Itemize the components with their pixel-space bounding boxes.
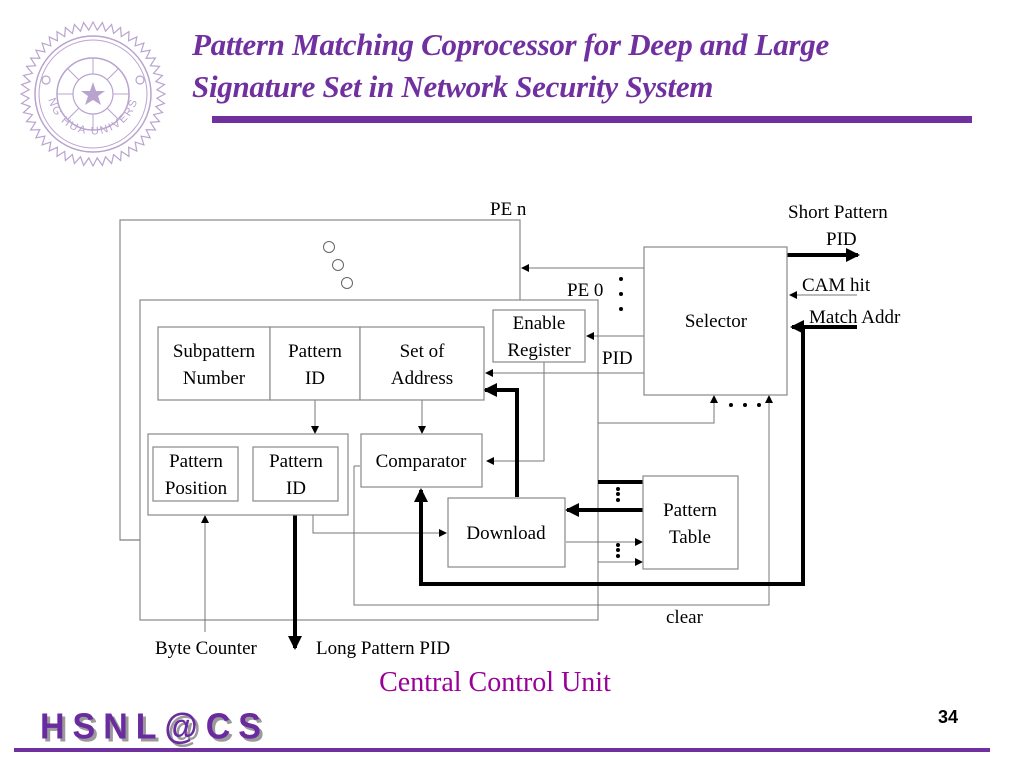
pattern-id-bottom-label-2: ID (286, 478, 306, 499)
selector-block (643, 246, 788, 396)
ellipsis-circle (323, 241, 335, 253)
ellipsis-circle (341, 277, 353, 289)
long-pattern-pid-label: Long Pattern PID (316, 638, 450, 659)
seal-serrated-edge (19, 20, 167, 168)
comparator-label: Comparator (376, 451, 467, 472)
wire-clear (353, 395, 773, 606)
selector-label: Selector (685, 311, 748, 332)
pattern-id-top-block (269, 326, 361, 401)
wire-match-addr (414, 325, 857, 586)
clear-label: clear (666, 607, 704, 628)
pattern-id-bottom-label-1: Pattern (269, 451, 323, 472)
short-pattern-label-2: PID (826, 229, 857, 250)
set-of-address-label-1: Set of (400, 341, 446, 362)
enable-register-label-2: Register (507, 340, 571, 361)
wire-patternid-to-download (312, 515, 447, 537)
pid-label: PID (602, 348, 633, 369)
pattern-position-label-1: Pattern (169, 451, 223, 472)
ellipsis-circle (332, 259, 344, 271)
download-block (447, 497, 566, 568)
enable-register-block (492, 309, 586, 363)
short-pattern-label-1: Short Pattern (788, 202, 888, 223)
title-line-2: Signature Set in Network Security System (192, 69, 714, 104)
comparator-block (360, 433, 483, 488)
slide-title: Pattern Matching Coprocessor for Deep an… (192, 24, 992, 108)
subpattern-number-label-1: Subpattern (173, 341, 256, 362)
pattern-id-bottom-block (252, 446, 339, 502)
footer-divider (14, 748, 990, 752)
title-line-1: Pattern Matching Coprocessor for Deep an… (192, 27, 829, 62)
byte-counter-label: Byte Counter (155, 638, 258, 659)
pattern-table-block (642, 475, 739, 570)
pattern-table-label-2: Table (669, 527, 711, 548)
wire-enable-to-comparator (486, 362, 545, 465)
university-seal-logo: TSING HUA UNIVERSITY (18, 20, 167, 168)
cam-hit-label: CAM hit (802, 275, 871, 296)
seal-star-icon (81, 82, 105, 105)
title-divider (212, 116, 972, 123)
set-of-address-block (359, 326, 485, 401)
subpattern-number-block (157, 326, 271, 401)
download-label: Download (466, 523, 546, 544)
match-addr-label: Match Addr (809, 307, 901, 328)
pattern-id-top-label-2: ID (305, 368, 325, 389)
page-number: 34 (938, 707, 959, 727)
subpattern-number-label-2: Number (183, 368, 246, 389)
pe-0-label: PE 0 (567, 280, 603, 301)
hsnl-footer-logo: HSNL@CS (40, 707, 269, 747)
pattern-table-label-1: Pattern (663, 500, 717, 521)
pattern-position-block (152, 446, 239, 502)
wire-to-selector-bottom-1 (598, 395, 718, 424)
wire-download-to-address (483, 383, 519, 497)
pattern-id-top-label-1: Pattern (288, 341, 342, 362)
enable-register-label-1: Enable (513, 313, 566, 334)
pattern-position-label-2: Position (165, 478, 228, 499)
pe-n-label: PE n (490, 199, 527, 220)
ellipsis-dots (616, 277, 761, 558)
diagram-caption: Central Control Unit (379, 667, 611, 698)
set-of-address-label-2: Address (391, 368, 453, 389)
